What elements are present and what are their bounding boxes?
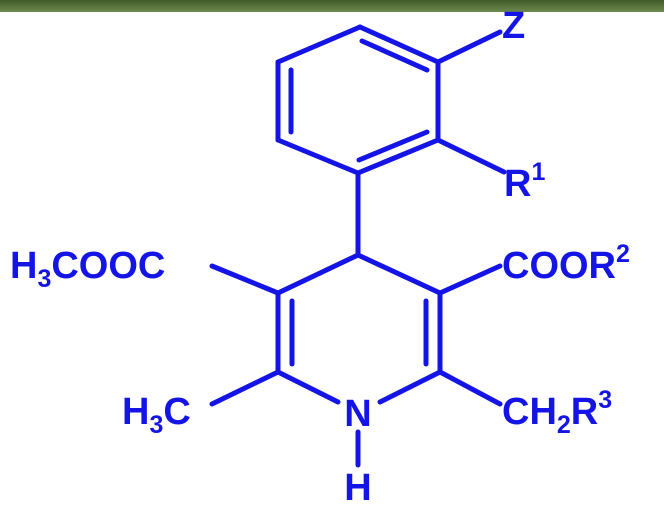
label-nitrogen: N xyxy=(344,393,371,435)
bond-c5-ester xyxy=(437,263,503,296)
label-n-hydrogen: H xyxy=(344,467,371,505)
bond-ring-inner-top-right xyxy=(359,38,430,73)
label-ester-left: H3COOC xyxy=(10,245,165,293)
bond-c6-n xyxy=(377,369,443,405)
label-r1-sup: 1 xyxy=(531,158,545,186)
label-ester-right-main: COOR xyxy=(502,245,616,287)
bond-c2-methyl xyxy=(209,369,281,407)
bond-ring-top xyxy=(275,24,363,65)
label-ch2r3: CH2R3 xyxy=(502,386,612,439)
bond-ring-inner-bottom-right xyxy=(356,129,430,163)
label-ester-left-h: H xyxy=(10,245,37,287)
label-z: Z xyxy=(502,5,525,47)
label-ester-right: COOR2 xyxy=(502,240,630,287)
bond-c4-c3 xyxy=(275,252,361,296)
label-methyl-rest: C xyxy=(163,391,190,433)
header-bar xyxy=(0,0,664,12)
label-ch2r3-sub: 2 xyxy=(557,411,571,439)
bond-ring-bottom-left xyxy=(275,137,361,176)
label-ester-left-sub: 3 xyxy=(37,265,51,293)
bond-z xyxy=(435,29,503,65)
label-methyl-h: H xyxy=(122,391,149,433)
bond-c4-c5 xyxy=(355,252,443,296)
bond-c2-n xyxy=(275,369,341,405)
label-ch2r3-ch: CH xyxy=(502,391,557,433)
bond-ring-bottom-right xyxy=(355,137,441,176)
bond-c6-ch2r3 xyxy=(437,369,503,407)
label-ester-right-sup: 2 xyxy=(616,240,630,268)
bond-c3-ester xyxy=(209,263,281,296)
bond-r1 xyxy=(435,137,507,175)
label-ch2r3-r: R xyxy=(571,391,598,433)
label-methyl-sub: 3 xyxy=(149,411,163,439)
label-r1-main: R xyxy=(504,163,531,205)
label-r1: R1 xyxy=(504,158,545,205)
label-methyl: H3C xyxy=(122,391,191,439)
label-ester-left-rest: COOC xyxy=(51,245,165,287)
bond-ring-top-right xyxy=(357,24,441,65)
label-ch2r3-sup: 3 xyxy=(598,386,612,414)
